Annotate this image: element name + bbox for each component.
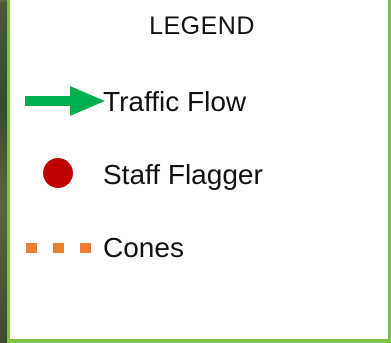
- legend-title: LEGEND: [149, 12, 255, 40]
- legend-item-cones: Cones: [10, 226, 391, 272]
- cone-dash: [53, 243, 64, 253]
- cone-dash: [80, 243, 91, 253]
- legend-label-traffic-flow: Traffic Flow: [103, 86, 247, 117]
- legend-item-traffic-flow: Traffic Flow: [10, 80, 391, 126]
- cone-dash: [26, 243, 37, 253]
- legend-panel: LEGEND Traffic Flow Staff Flagger Cones: [7, 0, 391, 343]
- legend-label-cones: Cones: [103, 232, 184, 263]
- legend-label-staff-flagger: Staff Flagger: [103, 159, 263, 190]
- legend-item-staff-flagger: Staff Flagger: [10, 153, 391, 199]
- orange-dashes-icon: [26, 243, 92, 253]
- green-arrow-icon: [25, 86, 105, 116]
- map-edge-background: [0, 0, 9, 343]
- red-circle-icon: [43, 158, 73, 188]
